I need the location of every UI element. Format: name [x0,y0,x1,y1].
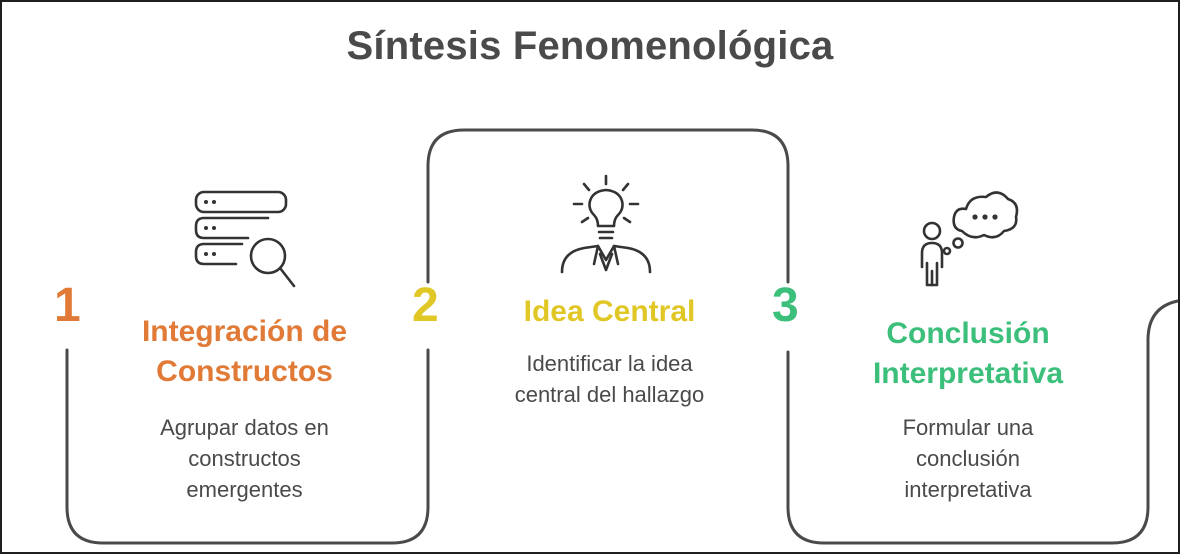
step1-number: 1 [54,279,81,332]
step3-desc-line2: conclusión [916,446,1020,471]
step1-desc-line2: constructos [188,446,301,471]
step1-heading-line1: Integración de [141,315,348,348]
step1-desc-line1: Agrupar datos en [160,415,329,440]
step3-heading-line1: Conclusión [886,317,1050,350]
step3-heading: Conclusión Interpretativa [832,314,1104,394]
step3-desc-line3: interpretativa [904,477,1032,502]
step2-desc-line2: central del hallazgo [514,382,705,407]
step1-desc-line3: emergentes [186,477,303,502]
step2-description: Identificar la idea central del hallazgo [477,348,742,410]
step1-heading-line2: Constructos [156,355,333,388]
step1-heading: Integración de Constructos [112,312,377,392]
step2-bracket [426,128,790,284]
step2-heading-line1: Idea Central [523,295,696,328]
diagram-title: Síntesis Fenomenológica [346,24,834,68]
step2-number: 2 [412,279,439,332]
step2-desc-line1: Identificar la idea [526,351,693,376]
step3-bracket [786,299,1178,545]
step3-number: 3 [772,279,799,332]
thinking-person-icon [920,191,1019,287]
database-search-icon [194,190,296,288]
step1-bracket [65,348,430,545]
step1-description: Agrupar datos en constructos emergentes [112,412,377,505]
lightbulb-person-icon [560,174,652,274]
step2-heading: Idea Central [477,292,742,332]
step3-desc-line1: Formular una [902,415,1034,440]
step3-description: Formular una conclusión interpretativa [832,412,1104,505]
step3-heading-line2: Interpretativa [872,357,1064,390]
